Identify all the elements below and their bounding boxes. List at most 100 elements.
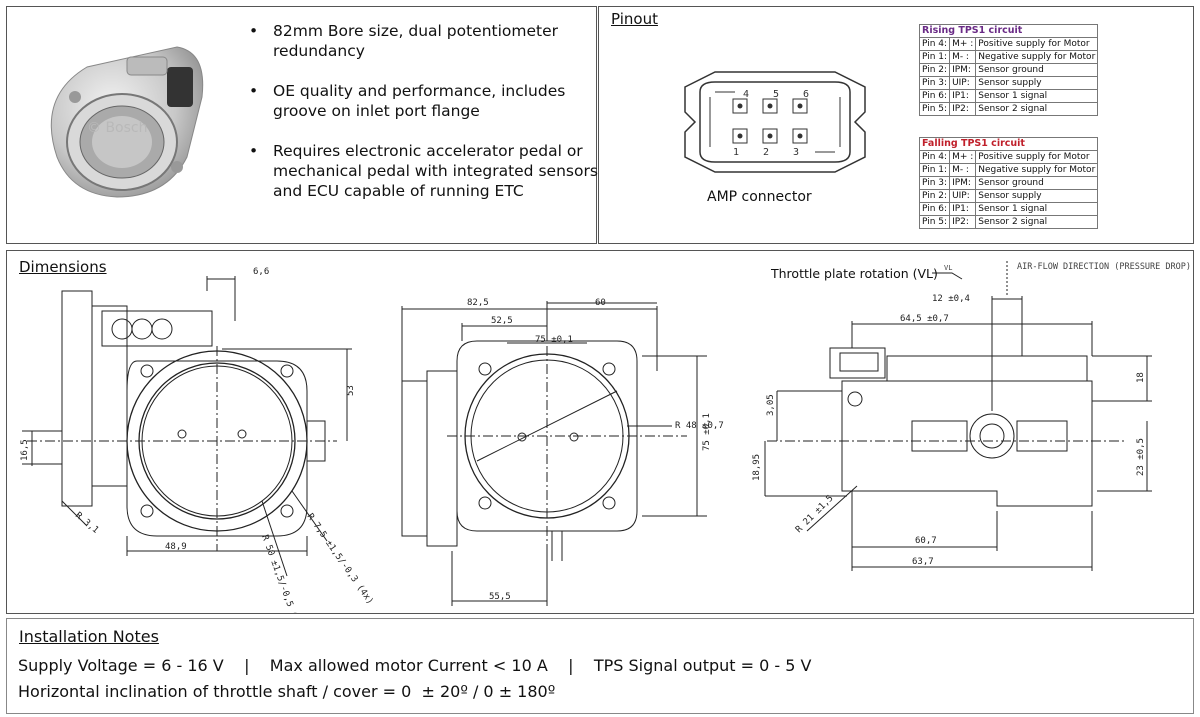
- pin-label-1: 1: [733, 147, 739, 158]
- table-row: Pin 1:M- :Negative supply for Motor: [918, 163, 1099, 177]
- table-cell: UIP:: [949, 76, 977, 90]
- dim-side-r21: R 21 ±1,5: [794, 494, 836, 536]
- table-cell: Pin 2:: [918, 189, 951, 203]
- table-cell: Positive supply for Motor: [975, 150, 1099, 164]
- table-cell: Positive supply for Motor: [975, 37, 1099, 51]
- pin-label-6: 6: [803, 89, 809, 100]
- connector-label: AMP connector: [707, 189, 812, 205]
- dim-mid-r48: R 48 ±0,7: [675, 421, 724, 431]
- table-cell: Pin 5:: [918, 215, 951, 229]
- table-cell: IP2:: [949, 102, 977, 116]
- falling-tps1-table: Falling TPS1 circuit Pin 4:M+ :Positive …: [918, 137, 1099, 229]
- dim-front-6-6: 6,6: [253, 267, 269, 277]
- table-row: Pin 6:IP1:Sensor 1 signal: [918, 202, 1099, 216]
- pin-label-4: 4: [743, 89, 749, 100]
- table-cell: Sensor supply: [975, 76, 1099, 90]
- table-cell: Pin 6:: [918, 89, 951, 103]
- rotation-code: VL: [944, 264, 952, 272]
- dim-mid-60: 60: [595, 298, 606, 308]
- table-cell: IP1:: [949, 202, 977, 216]
- table-cell: M+ :: [949, 150, 977, 164]
- photo-watermark: © Bosch: [87, 120, 147, 136]
- table-row: Pin 4:M+ :Positive supply for Motor: [918, 37, 1099, 51]
- dim-mid-75-side: 75 ±0,1: [702, 413, 712, 451]
- table-cell: IP1:: [949, 89, 977, 103]
- dim-side-12: 12 ±0,4: [932, 294, 970, 304]
- table-cell: Sensor 2 signal: [975, 102, 1099, 116]
- table-cell: Pin 5:: [918, 102, 951, 116]
- throttle-rotation-label: Throttle plate rotation (VL): [771, 266, 938, 281]
- table-cell: M- :: [949, 163, 977, 177]
- feature-bullet-pedal: Requires electronic accelerator pedal or…: [249, 141, 599, 201]
- pin-label-5: 5: [773, 89, 779, 100]
- dim-mid-52-5: 52,5: [491, 316, 513, 326]
- table-cell: Pin 3:: [918, 176, 951, 190]
- table-row: Pin 3:IPM:Sensor ground: [918, 176, 1099, 190]
- pinout-panel: Pinout 4 5 6 1 2 3 AMP connector Rising …: [598, 6, 1194, 244]
- table-cell: Sensor ground: [975, 63, 1099, 77]
- dim-side-18: 18: [1136, 372, 1146, 383]
- table-cell: Pin 4:: [918, 37, 951, 51]
- table-cell: Pin 2:: [918, 63, 951, 77]
- dim-side-23: 23 ±0,5: [1136, 438, 1146, 476]
- dimension-drawings: 6,6 53 16,5 R 3,1 48,9 R 50 ±1,5/-0,5 (4…: [20, 261, 1152, 613]
- table-row: Pin 5:IP2:Sensor 2 signal: [918, 215, 1099, 229]
- table-cell: IP2:: [949, 215, 977, 229]
- table-cell: UIP:: [949, 189, 977, 203]
- dimensions-panel: Dimensions: [6, 250, 1194, 614]
- table-cell: Negative supply for Motor: [975, 163, 1099, 177]
- table-cell: Pin 1:: [918, 50, 951, 64]
- rising-table-caption: Rising TPS1 circuit: [919, 24, 1099, 37]
- dim-side-64-5: 64,5 ±0,7: [900, 314, 949, 324]
- dim-front-48-9: 48,9: [165, 542, 187, 552]
- table-cell: Pin 1:: [918, 163, 951, 177]
- amp-connector-drawing: 4 5 6 1 2 3: [684, 71, 866, 173]
- table-cell: IPM:: [949, 176, 977, 190]
- dim-front-r50: R 50 ±1,5/-0,5 (4x): [259, 534, 304, 613]
- dim-front-16-5: 16,5: [20, 439, 30, 461]
- airflow-direction-label: AIR-FLOW DIRECTION (PRESSURE DROP): [1017, 262, 1191, 272]
- table-cell: Sensor 1 signal: [975, 89, 1099, 103]
- feature-bullet-bore: 82mm Bore size, dual potentiometer redun…: [249, 21, 599, 61]
- dim-front-r3-1: R 3,1: [73, 511, 100, 536]
- table-row: Pin 1:M- :Negative supply for Motor: [918, 50, 1099, 64]
- dim-side-3-05: 3,05: [766, 394, 776, 416]
- feature-list: 82mm Bore size, dual potentiometer redun…: [249, 21, 599, 221]
- table-cell: IPM:: [949, 63, 977, 77]
- throttle-body-photo: © Bosch: [50, 46, 204, 198]
- table-row: Pin 6:IP1:Sensor 1 signal: [918, 89, 1099, 103]
- rising-tps1-table: Rising TPS1 circuit Pin 4:M+ :Positive s…: [918, 24, 1099, 116]
- pin-label-3: 3: [793, 147, 799, 158]
- feature-bullet-quality: OE quality and performance, includes gro…: [249, 81, 599, 121]
- table-cell: Negative supply for Motor: [975, 50, 1099, 64]
- dimensions-heading: Dimensions: [19, 258, 107, 276]
- installation-heading: Installation Notes: [19, 627, 159, 646]
- table-row: Pin 3:UIP:Sensor supply: [918, 76, 1099, 90]
- table-cell: M+ :: [949, 37, 977, 51]
- table-cell: Pin 4:: [918, 150, 951, 164]
- table-cell: Pin 3:: [918, 76, 951, 90]
- dim-side-60-7: 60,7: [915, 536, 937, 546]
- table-cell: Sensor 2 signal: [975, 215, 1099, 229]
- table-cell: M- :: [949, 50, 977, 64]
- table-row: Pin 2:IPM:Sensor ground: [918, 63, 1099, 77]
- table-row: Pin 4:M+ :Positive supply for Motor: [918, 150, 1099, 164]
- table-row: Pin 2:UIP:Sensor supply: [918, 189, 1099, 203]
- table-cell: Sensor supply: [975, 189, 1099, 203]
- dim-side-63-7: 63,7: [912, 557, 934, 567]
- falling-table-caption: Falling TPS1 circuit: [919, 137, 1099, 150]
- dim-side-18-95: 18,95: [752, 454, 762, 481]
- dim-front-r7-5: R 7,5 ±1,5/-0,3 (4x): [305, 512, 375, 607]
- pin-label-2: 2: [763, 147, 769, 158]
- dim-mid-55-5: 55,5: [489, 592, 511, 602]
- pinout-heading: Pinout: [611, 10, 658, 28]
- table-cell: Sensor 1 signal: [975, 202, 1099, 216]
- installation-notes-panel: Installation Notes: [6, 618, 1194, 714]
- table-row: Pin 5:IP2:Sensor 2 signal: [918, 102, 1099, 116]
- dim-mid-82-5: 82,5: [467, 298, 489, 308]
- table-cell: Sensor ground: [975, 176, 1099, 190]
- installation-line-inclination: Horizontal inclination of throttle shaft…: [18, 682, 556, 701]
- table-cell: Pin 6:: [918, 202, 951, 216]
